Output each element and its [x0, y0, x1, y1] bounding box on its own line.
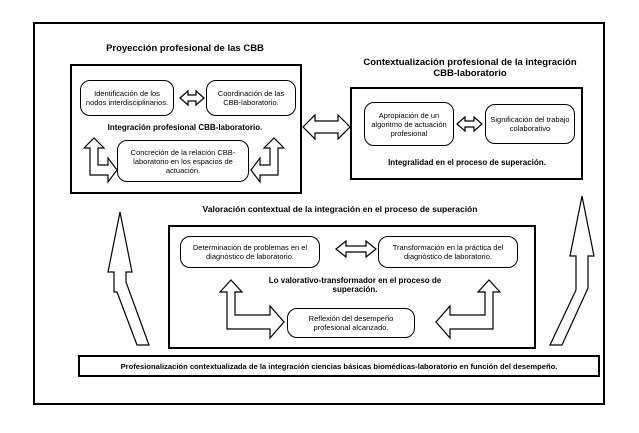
tall-arrow-left: [107, 211, 150, 346]
curved-arrow-c-right: [435, 279, 502, 340]
footer-box: Profesionalización contextualizada de la…: [78, 355, 600, 377]
footer-text: Profesionalización contextualizada de la…: [120, 361, 558, 371]
double-arrow-b-horizontal: [456, 115, 483, 133]
double-arrow-c-horizontal: [335, 239, 377, 259]
block-c-subtitle: Lo valorativo-transformador en el proces…: [268, 276, 442, 295]
block-b-subtitle: Integralidad en el proceso de superación…: [388, 158, 546, 167]
block-a-title: Proyección profesional de las CBB: [106, 43, 264, 54]
block-a-subtitle: Integración profesional CBB-laboratorio.: [107, 123, 263, 132]
block-b-title: Contextualización profesional de la inte…: [363, 57, 577, 79]
block-c-box-determinacion: Determinación de problemas en el diagnós…: [180, 236, 320, 268]
tall-arrow-right: [549, 195, 595, 346]
curved-arrow-a-right: [250, 137, 286, 184]
block-c-box-reflexion: Reflexión del desempeño profesional alca…: [287, 308, 415, 338]
block-b-box-apropiacion: Apropiación de un algoritmo de actuación…: [364, 102, 454, 146]
double-arrow-a-horizontal: [179, 89, 205, 107]
curved-arrow-a-left: [82, 137, 118, 184]
block-c-box-transformacion: Transformación en la práctica del diagnó…: [378, 236, 518, 268]
diagram-frame: [33, 22, 605, 405]
block-b-box-significacion: Significación del trabajo colaborativo: [485, 104, 575, 144]
double-arrow-a-b: [302, 113, 351, 141]
block-a-box-concrecion: Concreción de la relación CBB-laboratori…: [117, 140, 249, 182]
curved-arrow-c-left: [218, 279, 285, 340]
block-a-box-coordinacion: Coordinación de las CBB-laboratorio.: [206, 80, 296, 116]
block-a-box-identificacion: Identificación de los nodos interdiscipl…: [80, 80, 174, 116]
block-c-title: Valoración contextual de la integración …: [202, 204, 478, 214]
